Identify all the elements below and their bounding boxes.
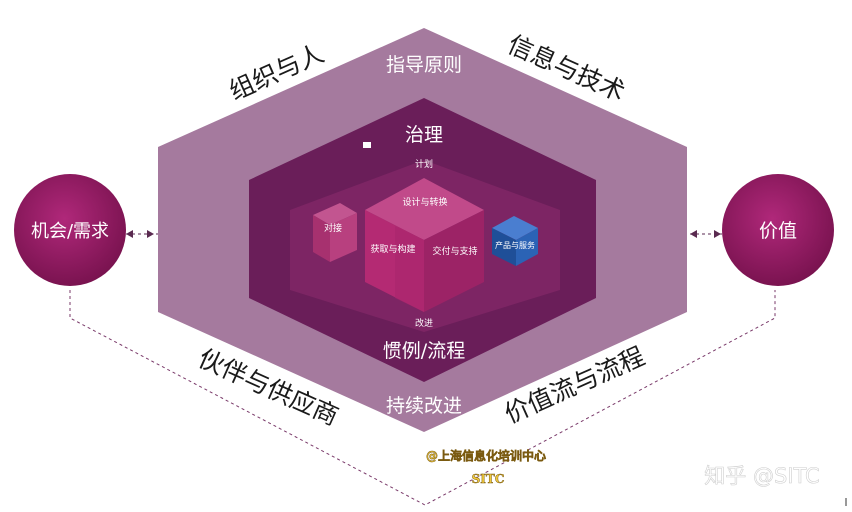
engage-cube-left (313, 215, 330, 262)
label-governance: 治理 (405, 124, 443, 146)
arrow-right-icon (147, 230, 154, 238)
products-cube-left (492, 228, 516, 266)
stamp-line1: @上海信息化培训中心 (426, 448, 546, 463)
label-continual-improvement: 持续改进 (386, 395, 462, 417)
engage-cube-right (330, 213, 357, 262)
arrow-left-icon (126, 230, 133, 238)
stamp-line2: SITC (472, 472, 505, 486)
central-cube-right (424, 210, 484, 312)
label-value: 价值 (759, 220, 797, 242)
products-cube-right (516, 228, 538, 266)
central-cube-front-shade (395, 226, 424, 312)
label-deliver-support: 交付与支持 (432, 245, 477, 257)
opportunity-demand-circle[interactable] (14, 174, 126, 286)
engage-cube-top (313, 203, 357, 225)
label-plan: 计划 (415, 158, 433, 170)
dashed-connector-left-bottom (69, 290, 776, 506)
marker-square (363, 142, 371, 148)
label-products-services: 产品与服务 (495, 240, 535, 250)
products-cube-top (492, 216, 538, 240)
label-guiding-principles: 指导原则 (386, 54, 462, 76)
value-circle[interactable] (722, 174, 834, 286)
label-design-transition: 设计与转换 (402, 196, 447, 208)
arrow-right-icon-2 (714, 230, 721, 238)
central-cube-top (365, 178, 484, 240)
zhihu-watermark: 知乎 @SITC (704, 464, 819, 488)
arrow-left-icon-2 (690, 230, 697, 238)
label-improve: 改进 (415, 317, 433, 329)
label-opportunity-demand: 机会/需求 (31, 221, 109, 242)
label-practices: 惯例/流程 (383, 340, 465, 362)
label-obtain-build: 获取与构建 (370, 243, 415, 255)
label-engage: 对接 (324, 222, 342, 234)
